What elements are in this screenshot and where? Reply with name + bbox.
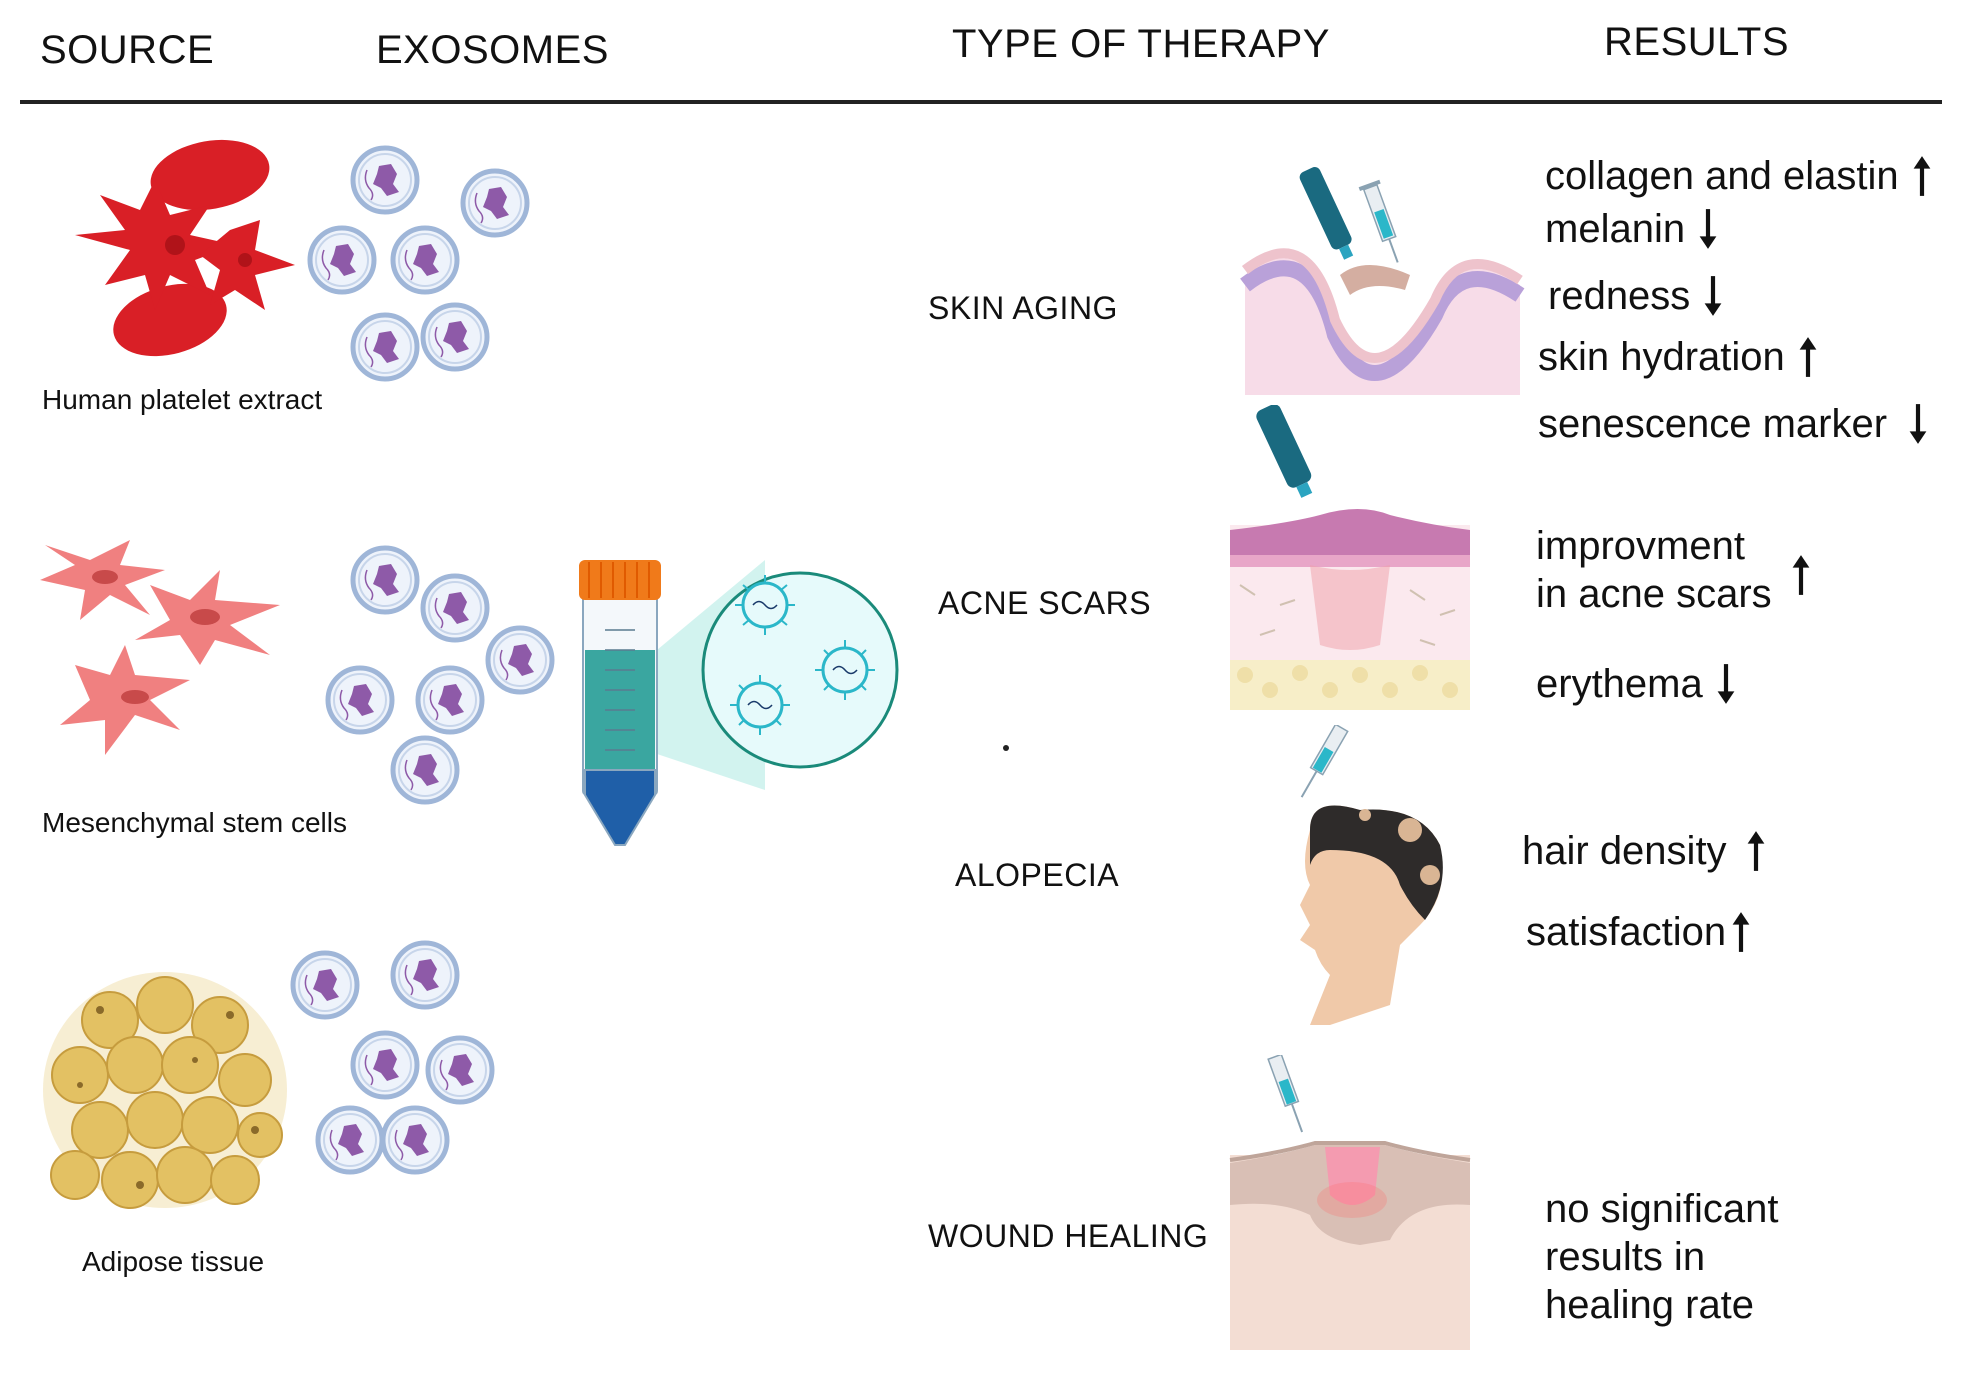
arrow-down-icon <box>1697 207 1719 251</box>
result-redness: redness <box>1548 272 1724 320</box>
arrow-down-icon <box>1702 274 1724 318</box>
arrow-up-icon <box>1745 829 1767 873</box>
skin-aging-illustration <box>1240 167 1525 395</box>
arrow-up-icon <box>1797 335 1819 379</box>
arrow-up-icon <box>1730 910 1752 954</box>
result-hair-density: hair density <box>1522 827 1767 875</box>
platelet-illustration <box>75 139 295 357</box>
header-results: RESULTS <box>1604 20 1790 64</box>
header-exosomes: EXOSOMES <box>376 28 609 72</box>
source-label-adipose: Adipose tissue <box>82 1246 265 1277</box>
therapy-label-acne-scars: ACNE SCARS <box>938 585 1152 621</box>
result-wound-healing: no significant results in healing rate <box>1545 1187 1779 1327</box>
arrow-up-icon <box>1911 154 1933 198</box>
stray-dot <box>1003 745 1009 751</box>
wound-healing-illustration <box>1229 1055 1471 1350</box>
source-label-msc: Mesenchymal stem cells <box>42 807 347 838</box>
result-melanin: melanin <box>1545 205 1719 253</box>
header-therapy: TYPE OF THERAPY <box>952 22 1330 66</box>
msc-illustration <box>40 540 280 755</box>
header-divider <box>20 100 1942 104</box>
exosome-cluster-adipose <box>280 935 520 1195</box>
exosome-tube-zoom <box>579 560 899 846</box>
header-source: SOURCE <box>40 28 215 72</box>
result-satisfaction: satisfaction <box>1526 908 1752 956</box>
alopecia-illustration <box>1300 725 1443 1025</box>
arrow-down-icon <box>1907 402 1929 446</box>
arrow-down-icon <box>1715 662 1737 706</box>
arrow-up-icon <box>1790 553 1812 597</box>
result-erythema: erythema <box>1536 660 1737 708</box>
source-label-platelet: Human platelet extract <box>42 384 323 415</box>
therapy-label-skin-aging: SKIN AGING <box>928 290 1118 326</box>
result-acne-improvement: improvment in acne scars <box>1536 524 1772 616</box>
result-collagen-elastin: collagen and elastin <box>1545 152 1933 200</box>
acne-scars-illustration <box>1230 405 1470 710</box>
exosome-cluster-platelet <box>300 135 540 395</box>
therapy-label-alopecia: ALOPECIA <box>955 857 1120 893</box>
exosome-cluster-msc <box>310 540 570 830</box>
therapy-label-wound-healing: WOUND HEALING <box>928 1218 1209 1254</box>
adipose-illustration <box>43 972 287 1209</box>
result-senescence-marker: senescence marker <box>1538 400 1929 448</box>
result-skin-hydration: skin hydration <box>1538 333 1819 381</box>
